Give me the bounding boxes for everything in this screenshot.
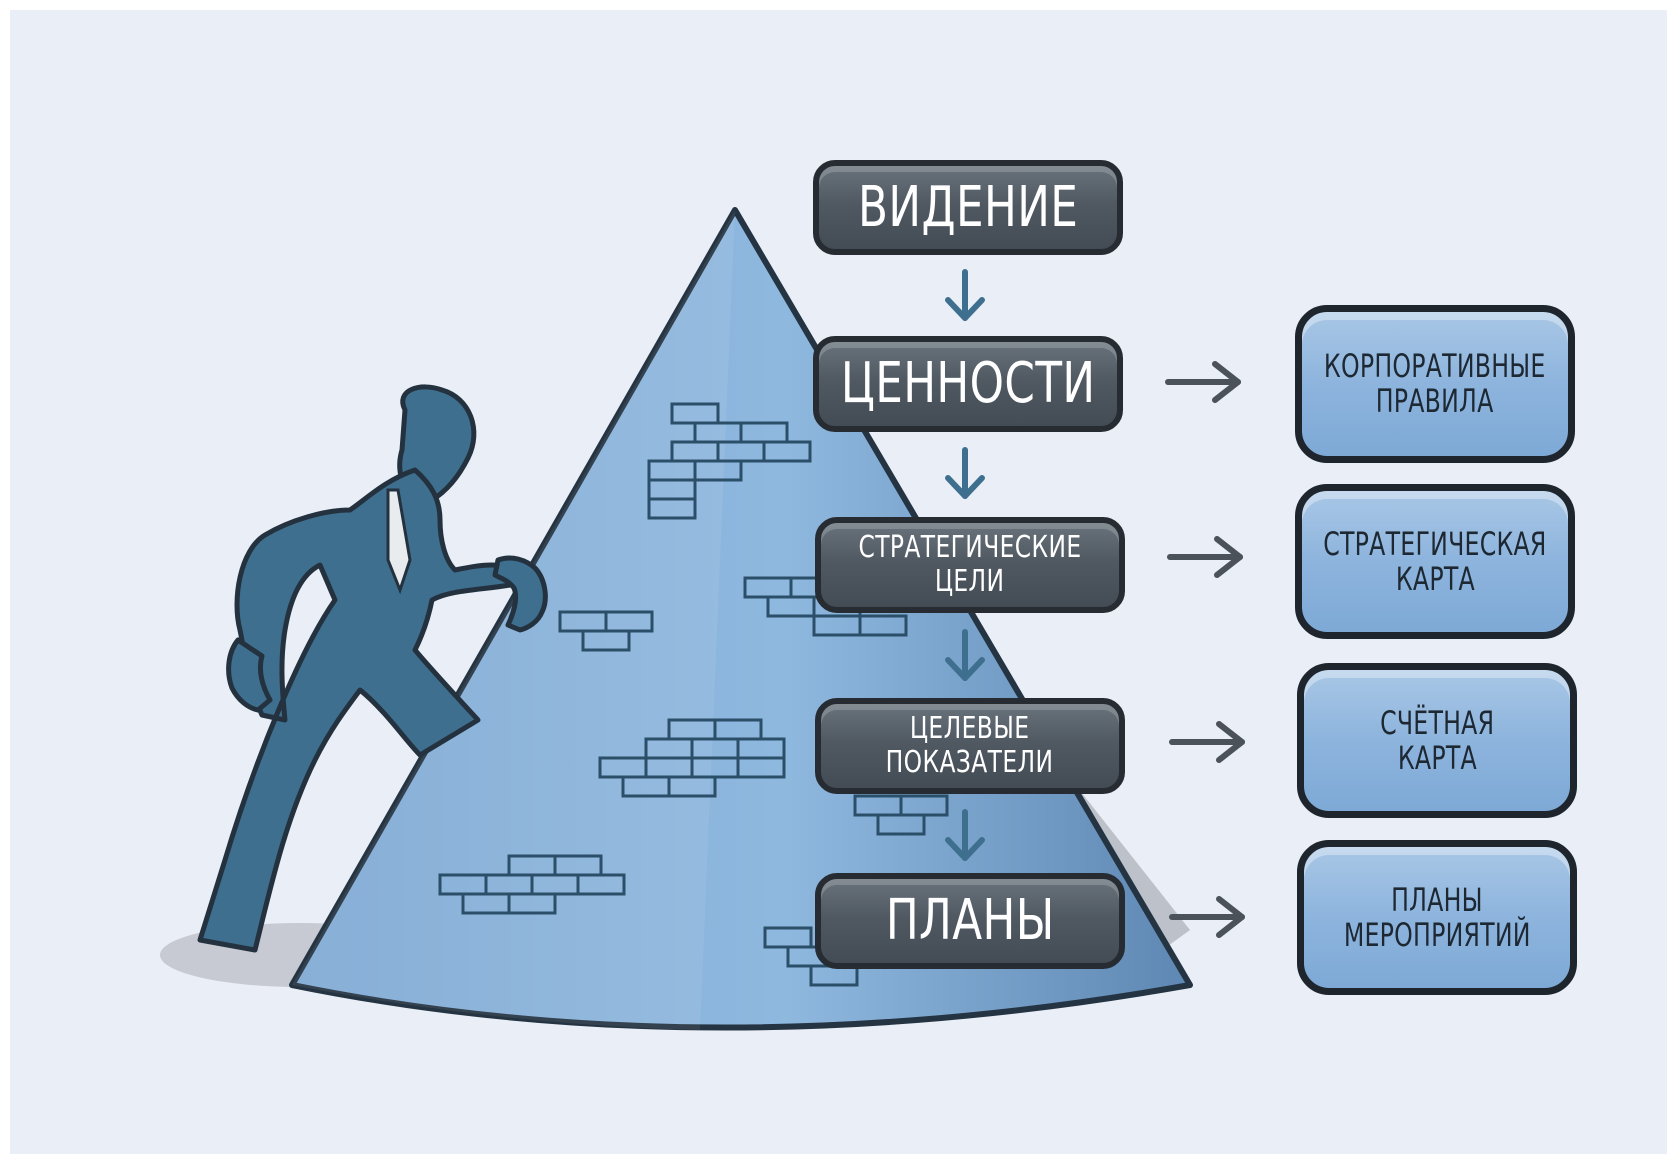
man-climbing-icon (197, 384, 548, 953)
box-strategic-goals-line1: СТРАТЕГИЧЕСКИЕ (858, 530, 1082, 565)
box-action-plans: ПЛАНЫ МЕРОПРИЯТИЙ (1297, 840, 1577, 995)
box-corporate-rules-line2: ПРАВИЛА (1376, 382, 1494, 420)
arrow-right-icon (1165, 361, 1241, 403)
brick (736, 756, 786, 779)
box-strategic-goals: СТРАТЕГИЧЕСКИЕ ЦЕЛИ (815, 517, 1125, 613)
arrow-right-icon (1167, 536, 1243, 578)
box-action-plans-line2: МЕРОПРИЯТИЙ (1343, 915, 1531, 954)
box-target-indicators: ЦЕЛЕВЫЕ ПОКАЗАТЕЛИ (815, 698, 1125, 794)
box-scorecard-line1: СЧЁТНАЯ (1379, 703, 1495, 742)
brick (876, 813, 926, 836)
brick (647, 497, 697, 520)
arrow-down-icon (945, 629, 985, 681)
box-strategy-map-line1: СТРАТЕГИЧЕСКАЯ (1323, 524, 1547, 563)
box-strategy-map-line2: КАРТА (1395, 559, 1475, 598)
arrow-down-icon (945, 269, 985, 321)
brick (858, 614, 908, 637)
brick (693, 459, 743, 482)
arrow-right-icon (1169, 896, 1245, 938)
down-arrows (945, 269, 985, 861)
box-plans: ПЛАНЫ (815, 873, 1125, 969)
box-scorecard: СЧЁТНАЯ КАРТА (1297, 663, 1577, 818)
brick (507, 892, 557, 915)
box-scorecard-line2: КАРТА (1397, 738, 1477, 777)
box-strategic-goals-line2: ЦЕЛИ (935, 564, 1005, 599)
box-vision-label: ВИДЕНИЕ (857, 174, 1079, 240)
box-strategy-map: СТРАТЕГИЧЕСКАЯ КАРТА (1295, 484, 1575, 639)
box-values: ЦЕННОСТИ (813, 336, 1123, 432)
right-arrows (1165, 361, 1245, 938)
box-action-plans-line1: ПЛАНЫ (1391, 880, 1483, 919)
tie-icon (386, 488, 412, 595)
arrow-down-icon (945, 447, 985, 499)
brick (762, 440, 812, 463)
brick (576, 873, 626, 896)
brick (667, 775, 717, 798)
brick (581, 629, 631, 652)
box-vision: ВИДЕНИЕ (813, 160, 1123, 255)
arrow-right-icon (1169, 721, 1245, 763)
box-corporate-rules: КОРПОРАТИВНЫЕ ПРАВИЛА (1295, 305, 1575, 463)
box-values-label: ЦЕННОСТИ (840, 351, 1096, 416)
arrow-down-icon (945, 809, 985, 861)
box-corporate-rules-line1: КОРПОРАТИВНЫЕ (1324, 347, 1546, 385)
box-target-indicators-line2: ПОКАЗАТЕЛИ (886, 745, 1054, 780)
box-target-indicators-line1: ЦЕЛЕВЫЕ (910, 711, 1030, 746)
box-plans-label: ПЛАНЫ (885, 888, 1055, 953)
